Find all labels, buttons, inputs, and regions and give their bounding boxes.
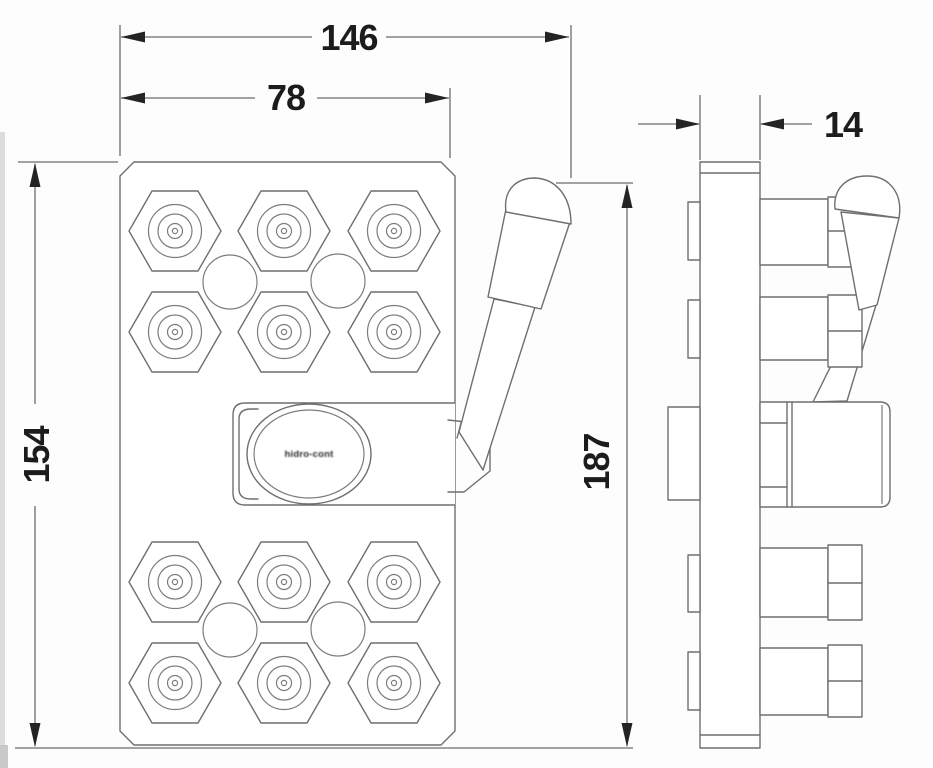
dim-plate-width: 78 [121,77,451,158]
lever-shaft [458,298,536,471]
emblem-oval-inner [253,409,365,499]
dim-label-146: 146 [320,17,377,58]
dim-label-187: 187 [576,433,617,490]
dimensions: 146 78 154 187 [15,17,864,749]
rear-port [687,651,701,711]
dim-overall-width: 146 [119,17,572,178]
rear-port-large [667,406,701,501]
lever-knob [504,177,572,225]
emblem-label: hidro-cont [285,449,335,460]
plate-profile [699,161,761,749]
rear-port [687,299,701,359]
side-central-block [759,401,891,508]
dim-plate-height: 154 [15,161,633,749]
side-lever-grip [840,211,900,311]
port-circle [310,601,366,657]
dim-label-154: 154 [16,425,57,483]
side-fitting-row [759,644,863,718]
side-view [667,161,901,749]
scan-artifact-corner [0,745,8,768]
port-circle [202,602,258,658]
side-fitting-row [759,544,863,621]
port-circle [310,253,366,309]
port-circle [202,254,258,310]
center-emblem: hidro-cont [232,402,455,506]
side-fitting-row [759,294,863,368]
side-lever-knob [834,175,901,219]
emblem-oval-outer [246,403,372,505]
emblem-band [232,402,455,506]
dim-plate-thickness: 14 [638,95,864,160]
dim-overall-height: 187 [556,182,633,747]
rear-port [687,201,701,261]
control-lever-front [447,177,572,493]
dim-label-78: 78 [267,77,305,118]
front-view: hidro-cont [119,161,572,746]
lever-grip [487,208,571,310]
scan-artifact-left [0,132,5,768]
emblem-band-inner [238,408,259,500]
rear-port [687,554,701,613]
dim-label-14: 14 [824,104,863,145]
